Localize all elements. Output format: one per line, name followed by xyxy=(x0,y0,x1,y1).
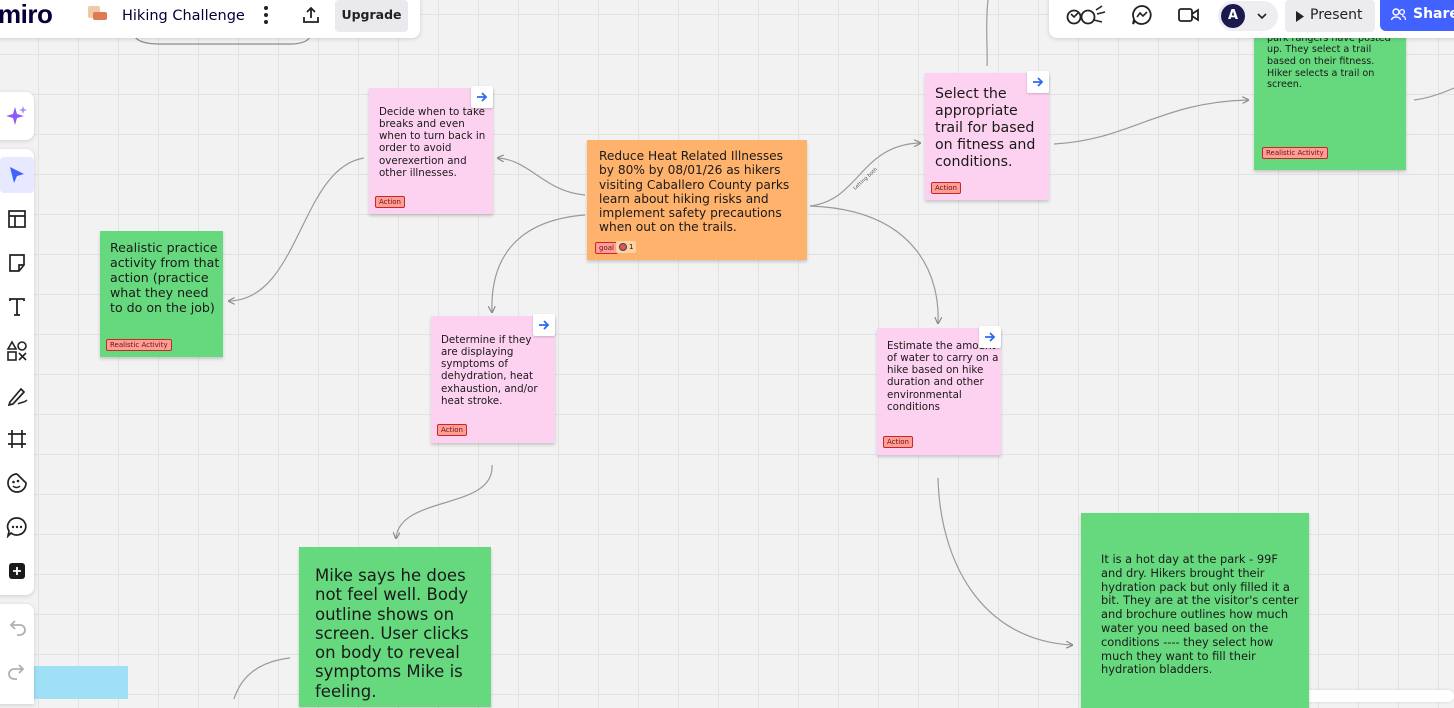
water-tag: Action xyxy=(883,436,913,448)
select-cursor-icon[interactable] xyxy=(0,157,34,193)
present-button[interactable]: Present xyxy=(1285,0,1375,32)
reactions-icon[interactable] xyxy=(1063,2,1109,28)
arrow-right-icon xyxy=(985,332,996,342)
reaction-count: 1 xyxy=(629,243,634,251)
realistic-activity-sticky[interactable]: Realistic practice activity from that ac… xyxy=(100,231,223,357)
hot-day-sticky[interactable]: It is a hot day at the park - 99F and dr… xyxy=(1081,513,1309,708)
present-label: Present xyxy=(1310,7,1363,23)
reaction-icon xyxy=(619,243,627,251)
water-text: Estimate the amount of water to carry on… xyxy=(887,340,999,413)
board-title[interactable]: Hiking Challenge xyxy=(122,8,245,24)
mike-sticky[interactable]: Mike says he does not feel well. Body ou… xyxy=(299,547,491,707)
comment-icon[interactable] xyxy=(0,509,34,545)
arrow-right-icon xyxy=(1033,77,1044,87)
connector-goal-to-breaks xyxy=(498,158,586,196)
breaks-tag: Action xyxy=(375,196,405,208)
water-sticky[interactable]: Estimate the amount of water to carry on… xyxy=(877,326,1001,455)
users-icon xyxy=(1391,8,1406,21)
play-icon xyxy=(1296,11,1304,22)
goal-sticky[interactable]: Reduce Heat Related Illnesses by 80% by … xyxy=(587,140,807,260)
select-trail-text: Select the appropriate trail for based o… xyxy=(935,86,1036,170)
connector-trail-to-hikers xyxy=(1053,100,1248,145)
ai-toolbar xyxy=(0,92,34,140)
hikers-center-tag: Realistic Activity xyxy=(1262,147,1328,159)
symptoms-tag: Action xyxy=(437,424,467,436)
top-right-bar: A Present Share xyxy=(1049,0,1454,38)
connector-goal-to-trail xyxy=(809,143,920,207)
templates-icon[interactable] xyxy=(0,201,34,237)
share-button[interactable]: Share xyxy=(1380,0,1454,31)
arrow-right-icon xyxy=(477,92,488,102)
realistic-activity-text: Realistic practice activity from that ac… xyxy=(110,240,220,315)
blue-shape[interactable] xyxy=(34,666,128,699)
sticky-note-icon[interactable] xyxy=(0,245,34,281)
main-toolbar xyxy=(0,149,34,595)
board-icon xyxy=(86,4,108,24)
connector-symptoms-to-mike xyxy=(396,464,493,538)
chat-icon[interactable] xyxy=(1129,2,1155,28)
upgrade-button[interactable]: Upgrade xyxy=(335,0,408,32)
breaks-sticky[interactable]: Decide when to take breaks and even when… xyxy=(369,86,493,214)
more-vertical-icon[interactable] xyxy=(254,2,278,28)
chevron-down-icon xyxy=(1257,13,1267,20)
upload-icon[interactable] xyxy=(298,2,324,28)
goal-tag: goal xyxy=(595,242,618,254)
redo-icon[interactable] xyxy=(0,654,34,690)
symptoms-text: Determine if they are displaying symptom… xyxy=(441,334,538,407)
history-toolbar xyxy=(0,604,34,704)
mike-text: Mike says he does not feel well. Body ou… xyxy=(315,566,469,701)
frame-icon[interactable] xyxy=(0,421,34,457)
undo-icon[interactable] xyxy=(0,610,34,646)
connector-water-to-hotday xyxy=(937,477,1072,645)
link-arrow-button[interactable] xyxy=(1027,71,1049,93)
hot-day-text: It is a hot day at the park - 99F and dr… xyxy=(1101,552,1299,677)
pen-icon[interactable] xyxy=(0,377,34,413)
stickers-icon[interactable] xyxy=(0,465,34,501)
avatar: A xyxy=(1221,4,1245,28)
reaction-badge[interactable]: 1 xyxy=(616,241,637,253)
arrow-right-icon xyxy=(539,320,550,330)
link-arrow-button[interactable] xyxy=(533,314,555,336)
header-shape-outline xyxy=(134,36,311,45)
symptoms-sticky[interactable]: Determine if they are displaying symptom… xyxy=(431,314,555,443)
realistic-activity-tag: Realistic Activity xyxy=(106,339,172,351)
connector-mike-left xyxy=(233,657,291,699)
select-trail-tag: Action xyxy=(931,182,961,194)
add-more-icon[interactable] xyxy=(0,553,34,589)
breaks-text: Decide when to take breaks and even when… xyxy=(379,106,486,179)
goal-text: Reduce Heat Related Illnesses by 80% by … xyxy=(599,149,790,235)
connector-goal-to-water xyxy=(809,205,938,323)
text-icon[interactable] xyxy=(0,289,34,325)
shapes-icon[interactable] xyxy=(0,333,34,369)
connector-hikers-right xyxy=(1413,87,1454,101)
video-icon[interactable] xyxy=(1176,2,1202,28)
select-trail-sticky[interactable]: Select the appropriate trail for based o… xyxy=(925,71,1049,200)
share-label: Share xyxy=(1413,6,1454,22)
link-arrow-button[interactable] xyxy=(979,326,1001,348)
connector-top-to-trail xyxy=(986,0,989,67)
ai-sparkle-icon[interactable] xyxy=(0,98,34,134)
connector-breaks-to-realistic xyxy=(229,157,365,301)
header-bar: miro Hiking Challenge Upgrade xyxy=(0,0,420,38)
miro-logo[interactable]: miro xyxy=(0,0,53,29)
link-arrow-button[interactable] xyxy=(471,86,493,108)
avatar-menu[interactable]: A xyxy=(1218,1,1278,31)
connector-goal-to-symptoms xyxy=(492,214,586,312)
